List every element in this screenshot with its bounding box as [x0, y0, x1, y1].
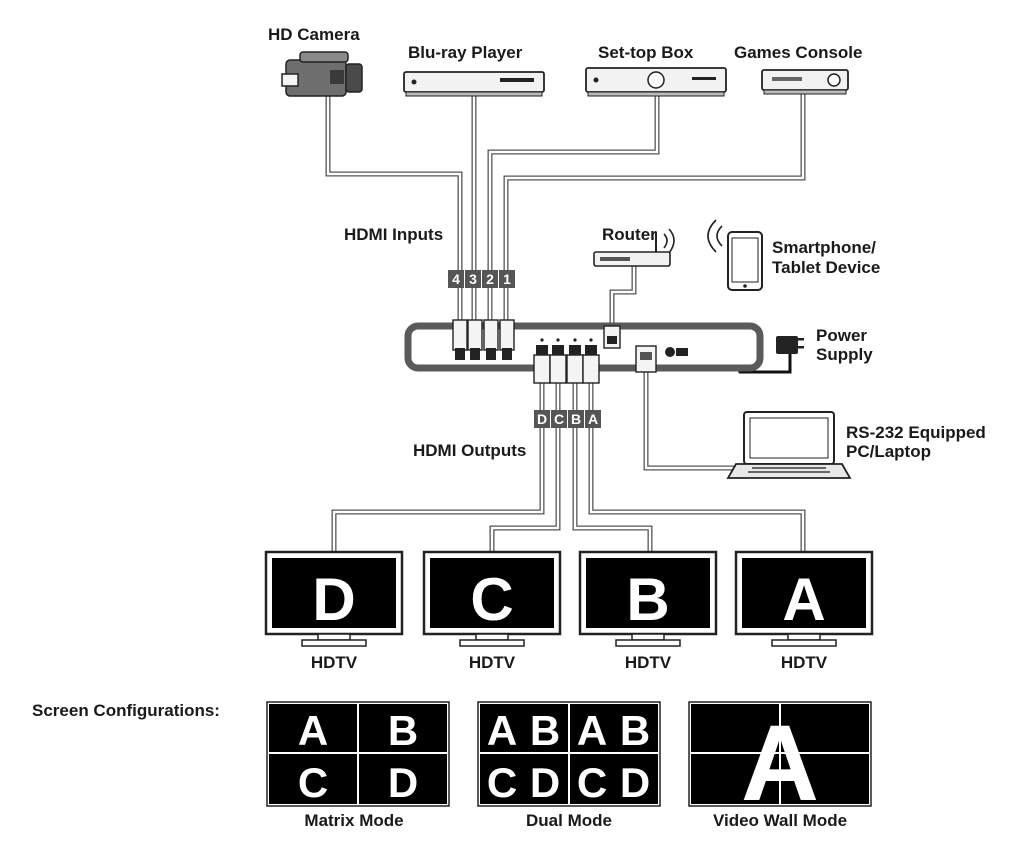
rs232-label-line2: PC/Laptop [846, 442, 931, 461]
input-tag-4-text: 4 [452, 271, 460, 287]
matrix-mode-diagram: A B C D [266, 701, 450, 807]
output-tag-d-text: D [537, 411, 547, 427]
output-tag-d [534, 410, 550, 428]
matrix-switcher-unit [404, 319, 764, 384]
dual-cell-7: C [577, 759, 607, 806]
video-wall-mode-diagram: A [688, 701, 872, 823]
hdmi-inputs-label: HDMI Inputs [344, 225, 443, 244]
router-label: Router [602, 225, 657, 244]
dual-mode-label: Dual Mode [526, 811, 612, 830]
output-tag-c [551, 410, 567, 428]
output-tag-b [568, 410, 584, 428]
cable-output-b [572, 380, 653, 552]
matrix-cell-2: B [388, 707, 418, 754]
tablet-icon [707, 219, 763, 291]
dual-cell-6: D [530, 759, 560, 806]
dual-cell-1: A [487, 707, 517, 754]
hdtv-a: A [734, 550, 874, 647]
input-tag-2-text: 2 [486, 271, 494, 287]
output-tags: D C B A [534, 410, 601, 428]
input-tags: 4 3 2 1 [448, 270, 515, 288]
power-label-line1: Power [816, 326, 867, 345]
screen-configurations-title: Screen Configurations: [32, 701, 220, 720]
hdtv-b: B [578, 550, 718, 647]
input-tag-1-text: 1 [503, 271, 511, 287]
hdtv-c-letter: C [470, 566, 513, 633]
laptop-icon [726, 411, 852, 479]
output-tag-b-text: B [571, 411, 581, 427]
games-label: Games Console [734, 43, 863, 62]
hdtv-a-letter: A [782, 566, 825, 633]
hdtv-d-label: HDTV [311, 653, 358, 672]
input-tag-3 [465, 270, 481, 288]
cable-rs232 [643, 372, 740, 471]
input-tag-4 [448, 270, 464, 288]
hdtv-d-letter: D [312, 566, 355, 633]
matrix-cell-3: C [298, 759, 328, 806]
smartphone-label-line2: Tablet Device [772, 258, 880, 277]
cables [325, 92, 806, 552]
bluray-player-icon [403, 71, 545, 97]
router-icon [593, 228, 675, 267]
dual-cell-2: B [530, 707, 560, 754]
hdtv-b-letter: B [626, 566, 669, 633]
output-tag-a-text: A [588, 411, 598, 427]
output-tag-a [585, 410, 601, 428]
hdtv-b-label: HDTV [625, 653, 672, 672]
output-tag-c-text: C [554, 411, 564, 427]
power-label-line2: Supply [816, 345, 873, 364]
settop-box-icon [585, 67, 727, 97]
hdtv-d: D [264, 550, 404, 647]
hdmi-outputs-label: HDMI Outputs [413, 441, 526, 460]
settop-label: Set-top Box [598, 43, 694, 62]
cable-router [609, 266, 637, 326]
dual-mode-diagram: A B A B C D C D [477, 701, 661, 807]
input-tag-2 [482, 270, 498, 288]
input-tag-1 [499, 270, 515, 288]
matrix-cell-1: A [298, 707, 328, 754]
hdtv-c-label: HDTV [469, 653, 516, 672]
power-supply-icon [776, 336, 804, 354]
dual-cell-5: C [487, 759, 517, 806]
hdtv-a-label: HDTV [781, 653, 828, 672]
cable-output-c [489, 380, 561, 552]
matrix-cell-4: D [388, 759, 418, 806]
video-wall-mode-label: Video Wall Mode [713, 811, 847, 830]
camera-icon [281, 51, 363, 97]
cable-camera [325, 96, 463, 322]
bluray-label: Blu-ray Player [408, 43, 523, 62]
dual-cell-8: D [620, 759, 650, 806]
dual-cell-4: B [620, 707, 650, 754]
camera-label: HD Camera [268, 25, 360, 44]
games-console-icon [761, 69, 849, 95]
smartphone-label-line1: Smartphone/ [772, 238, 876, 257]
matrix-mode-label: Matrix Mode [304, 811, 403, 830]
hdtv-c: C [422, 550, 562, 647]
rs232-label-line1: RS-232 Equipped [846, 423, 986, 442]
input-tag-3-text: 3 [469, 271, 477, 287]
dual-cell-3: A [577, 707, 607, 754]
